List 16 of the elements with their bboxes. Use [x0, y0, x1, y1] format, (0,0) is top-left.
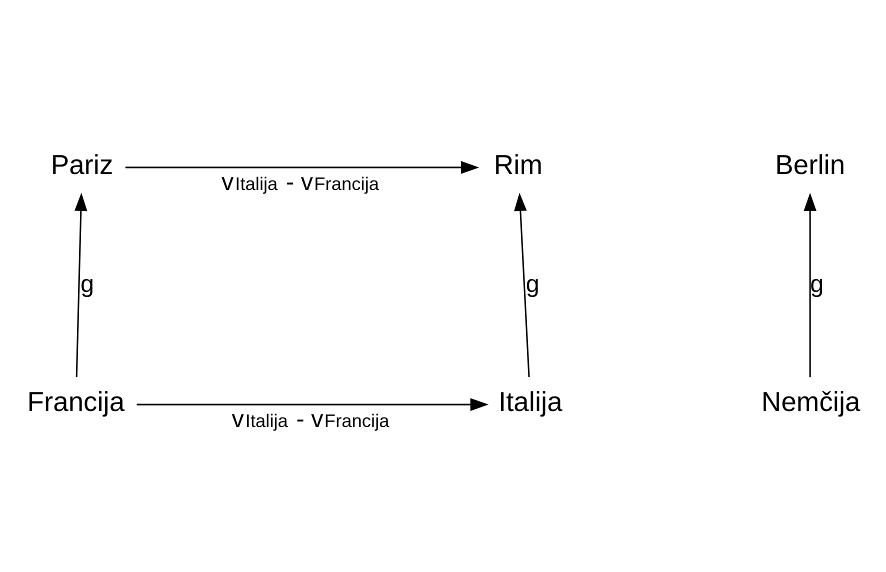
- edge-label: g: [526, 270, 540, 298]
- arrow: [125, 161, 480, 174]
- node-text: Rim: [494, 149, 543, 180]
- arrow: [136, 398, 489, 411]
- arrow: [74, 192, 88, 378]
- node-text: Francija: [27, 386, 125, 418]
- node-text: Italija: [498, 386, 562, 418]
- node-text: Nemčija: [761, 386, 860, 418]
- edge-label: g: [810, 270, 824, 298]
- arrow: [514, 192, 530, 378]
- edge-label: vItalija - vFrancija: [232, 406, 390, 434]
- edge-label: vItalija - vFrancija: [221, 168, 380, 196]
- node-text: Berlin: [775, 149, 846, 180]
- arrow: [804, 192, 816, 378]
- edge-label: g: [80, 270, 94, 298]
- node-text: Pariz: [50, 149, 114, 180]
